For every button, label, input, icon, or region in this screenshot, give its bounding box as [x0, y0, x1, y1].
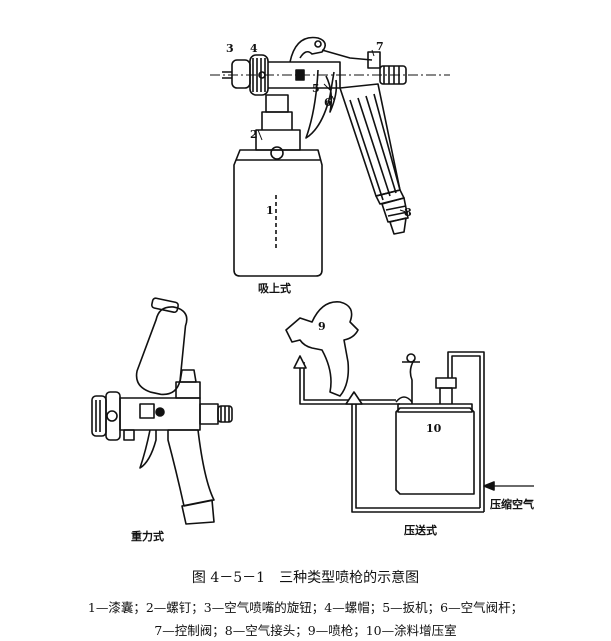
legend-line-2: 7—控制阀；8—空气接头；9—喷枪；10—涂料增压室 [154, 623, 457, 638]
part-number-4: 4 [250, 42, 258, 55]
label-suction-type: 吸上式 [258, 281, 291, 295]
part-number-3: 3 [226, 42, 234, 55]
pressure-spray-system [285, 301, 534, 513]
part-number-5: 5 [312, 82, 320, 95]
spray-gun-diagram: 3 4 7 5 6 2 1 8 9 10 吸上式 重力式 压送式 压缩空气 [91, 36, 534, 543]
part-number-7: 7 [376, 40, 384, 53]
part-number-1: 1 [266, 204, 274, 217]
label-gravity-type: 重力式 [131, 529, 164, 543]
label-compressed-air: 压缩空气 [490, 497, 534, 511]
part-number-2: 2 [250, 128, 258, 141]
part-number-8: 8 [404, 206, 412, 219]
figure-caption: 图 4－5－1 三种类型喷枪的示意图 [191, 570, 420, 586]
part-number-10: 10 [426, 422, 442, 435]
part-number-9: 9 [318, 320, 326, 333]
part-number-6: 6 [324, 96, 332, 109]
suction-spray-gun [210, 36, 450, 277]
legend-line-1: 1—漆囊；2—螺钉；3—空气喷嘴的旋钮；4—螺帽；5—扳机；6—空气阀杆； [87, 600, 524, 615]
gravity-spray-gun [91, 297, 233, 525]
label-pressure-type: 压送式 [404, 523, 437, 537]
